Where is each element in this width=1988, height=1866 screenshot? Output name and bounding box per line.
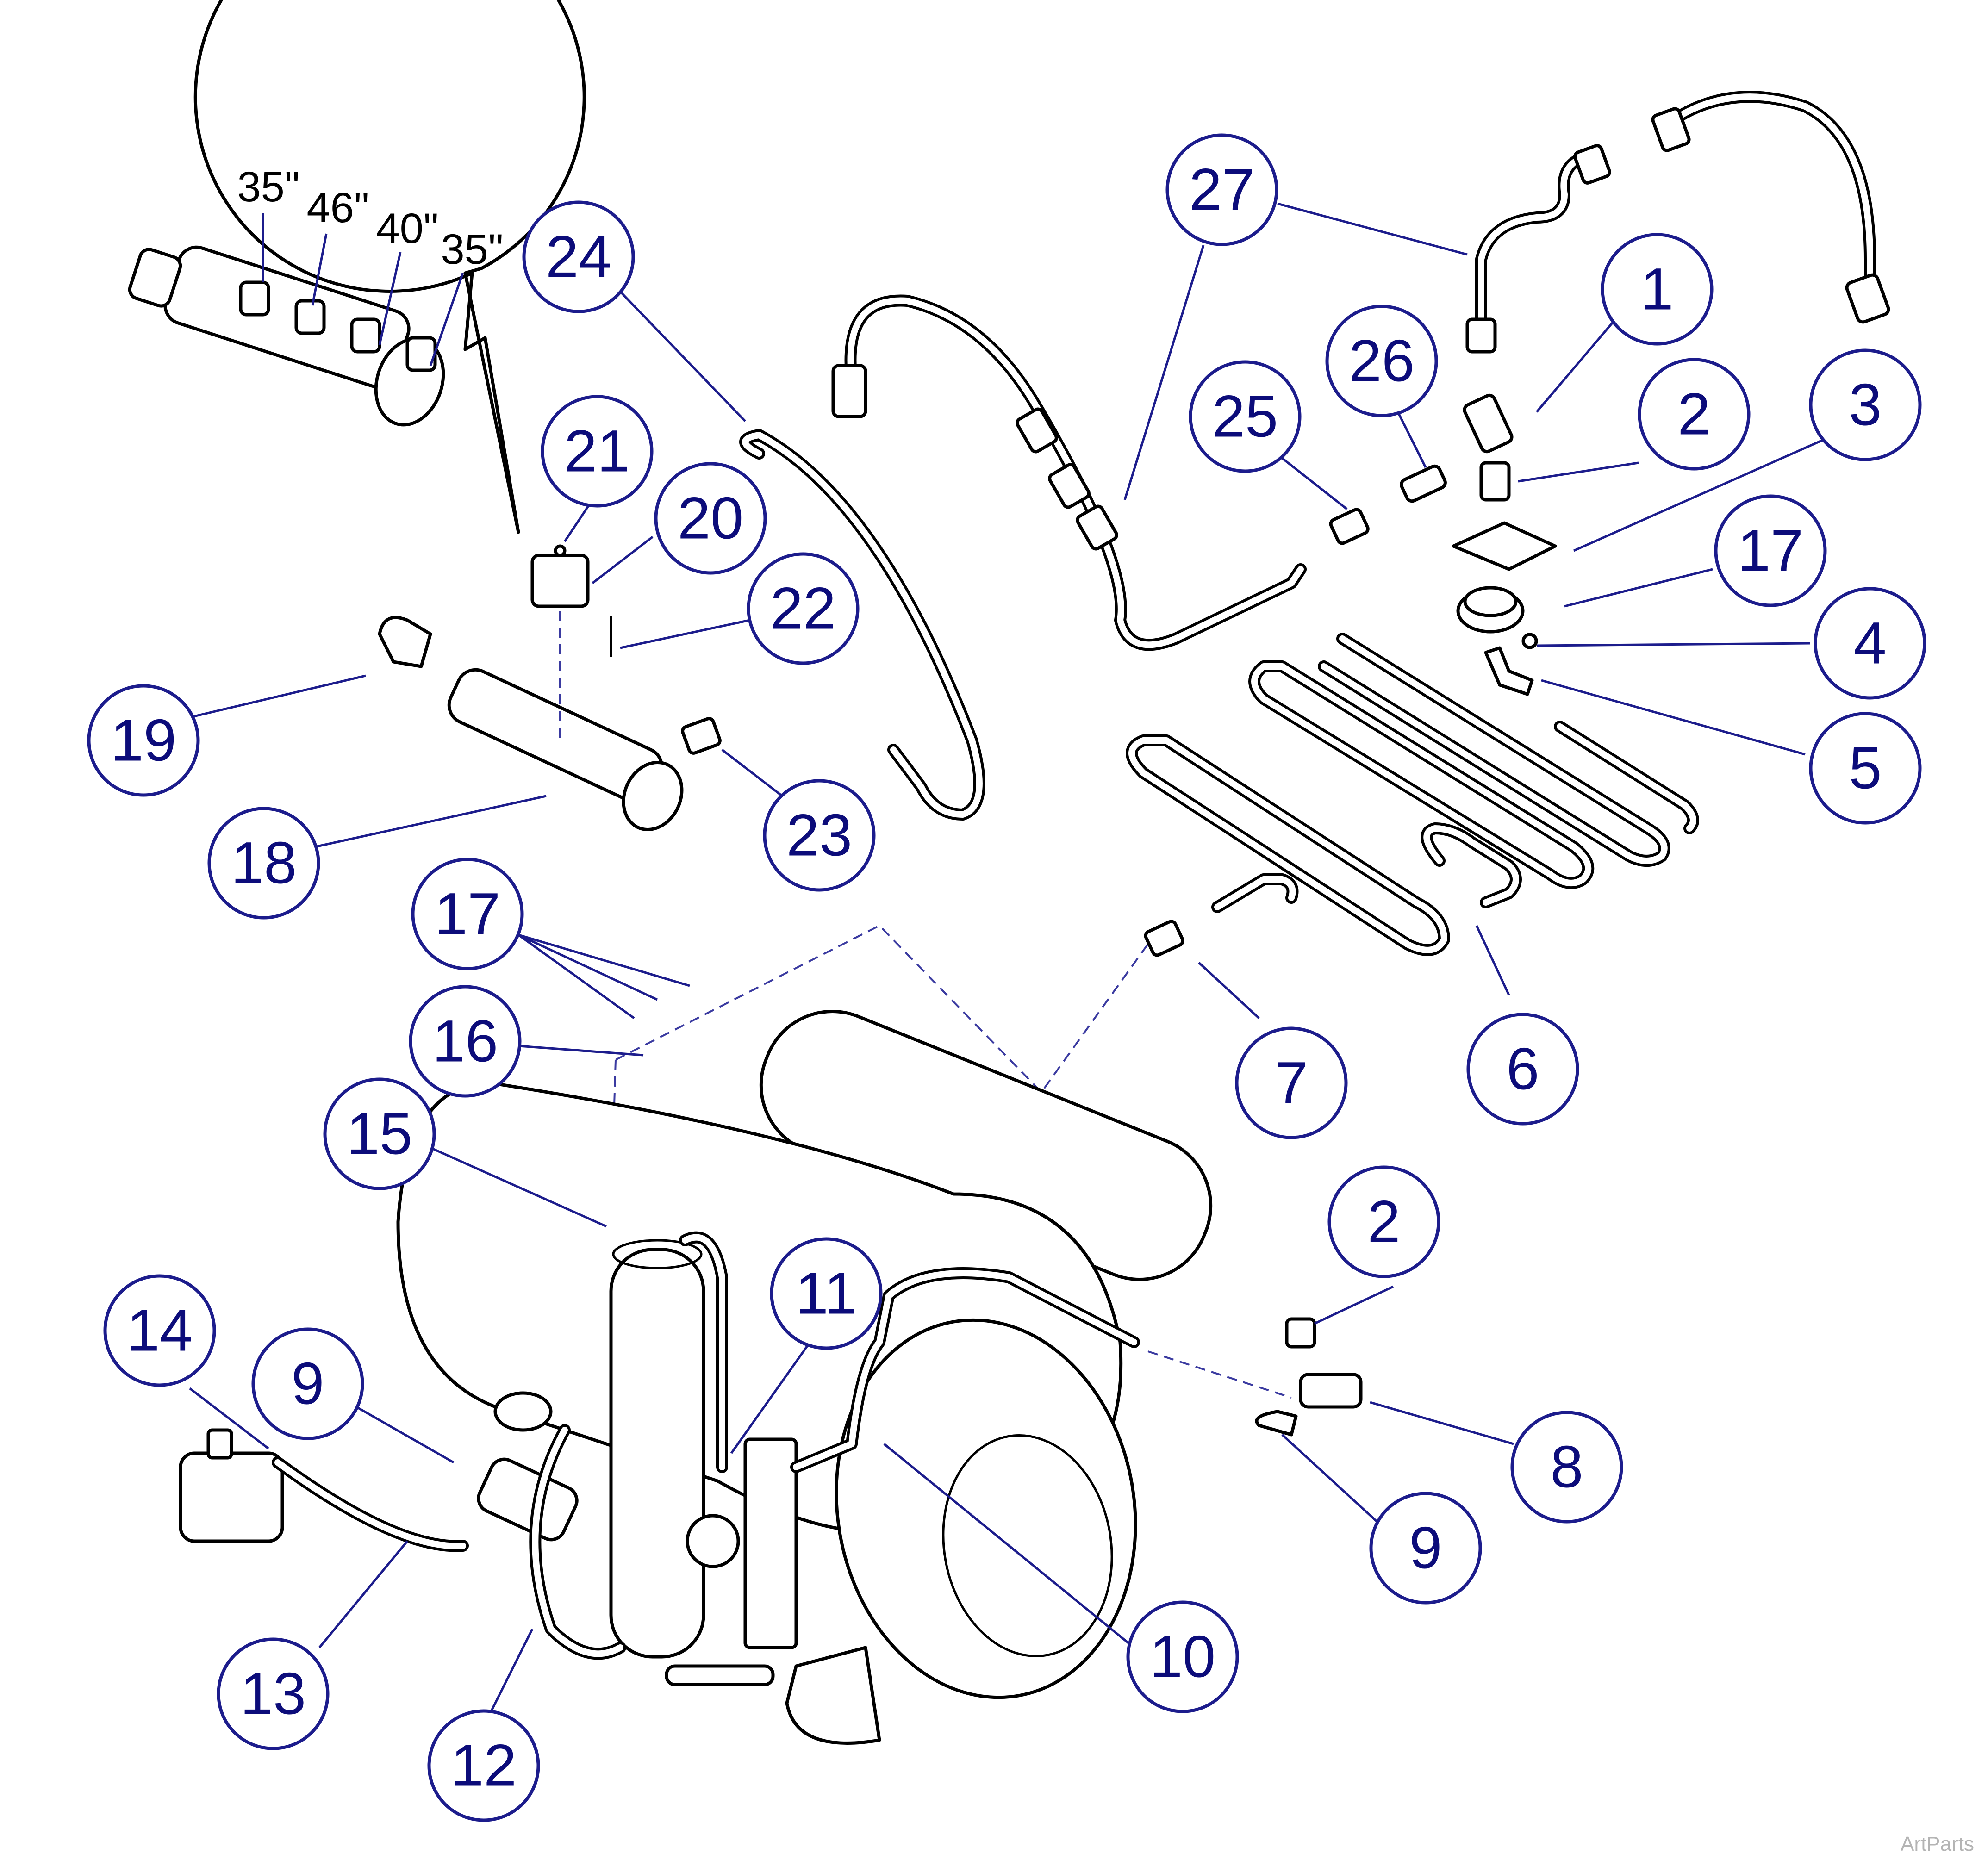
svg-text:23: 23 (786, 802, 852, 869)
callout-15: 15 (323, 1077, 436, 1190)
inset-length-4: 35" (441, 226, 504, 273)
svg-text:16: 16 (432, 1008, 498, 1075)
svg-text:7: 7 (1275, 1050, 1308, 1116)
callout-9-left: 9 (251, 1327, 364, 1440)
inset-length-3: 40" (376, 205, 439, 252)
callout-23: 23 (763, 779, 876, 892)
hoses-upper (739, 91, 1890, 821)
svg-text:9: 9 (291, 1351, 324, 1417)
callout-13: 13 (217, 1637, 330, 1750)
callout-16: 16 (409, 985, 522, 1098)
svg-text:4: 4 (1853, 610, 1886, 677)
callout-20: 20 (654, 462, 767, 575)
callout-22: 22 (747, 552, 860, 665)
svg-text:13: 13 (240, 1661, 306, 1727)
callout-14: 14 (103, 1274, 216, 1387)
svg-text:5: 5 (1849, 735, 1882, 802)
svg-text:6: 6 (1506, 1036, 1539, 1102)
callout-27: 27 (1165, 133, 1278, 246)
callout-4: 4 (1814, 587, 1926, 700)
inset-length-1: 35" (237, 163, 300, 211)
callout-19: 19 (87, 684, 200, 797)
svg-text:17: 17 (1738, 518, 1803, 584)
inset-detail: 35" 46" 40" 35" (128, 0, 586, 534)
callout-2-upper: 2 (1638, 358, 1751, 471)
callout-12: 12 (427, 1709, 540, 1822)
callout-1: 1 (1601, 233, 1714, 346)
svg-text:17: 17 (435, 881, 500, 947)
callout-5: 5 (1809, 712, 1922, 825)
callout-2-lower: 2 (1327, 1165, 1440, 1278)
svg-text:10: 10 (1150, 1624, 1215, 1690)
tank-assembly (179, 924, 1363, 1745)
inset-manifold (128, 245, 445, 427)
svg-text:19: 19 (111, 708, 176, 774)
svg-text:20: 20 (678, 485, 743, 552)
callout-11: 11 (770, 1237, 883, 1350)
callout-17-upper: 17 (1714, 494, 1827, 607)
manifold-left (378, 544, 722, 832)
svg-text:1: 1 (1640, 256, 1673, 323)
fittings-right (1144, 393, 1557, 957)
svg-text:18: 18 (231, 830, 297, 896)
callout-17-lower: 17 (411, 858, 524, 970)
coil-assembly (1126, 633, 1699, 956)
svg-text:24: 24 (546, 224, 611, 290)
svg-text:2: 2 (1367, 1189, 1400, 1255)
callout-6: 6 (1466, 1013, 1579, 1126)
svg-text:12: 12 (451, 1733, 517, 1799)
callout-7: 7 (1235, 1026, 1348, 1139)
inset-callout-bubble (193, 0, 586, 534)
svg-text:15: 15 (347, 1101, 412, 1167)
callout-9-right: 9 (1369, 1492, 1482, 1605)
svg-text:25: 25 (1212, 384, 1278, 450)
svg-text:27: 27 (1189, 157, 1255, 223)
svg-text:26: 26 (1349, 328, 1415, 394)
callout-26: 26 (1325, 305, 1438, 417)
callout-25: 25 (1189, 360, 1302, 473)
svg-text:11: 11 (796, 1261, 857, 1327)
watermark: ArtParts (1901, 1833, 1974, 1855)
svg-text:2: 2 (1677, 381, 1710, 448)
callout-10: 10 (1126, 1600, 1239, 1713)
svg-text:9: 9 (1409, 1515, 1442, 1581)
callout-8: 8 (1510, 1411, 1623, 1524)
callout-18: 18 (207, 807, 320, 920)
svg-text:3: 3 (1849, 372, 1882, 438)
leader-lines (189, 202, 1825, 1713)
callout-21: 21 (541, 395, 654, 508)
inset-length-2: 46" (307, 184, 369, 231)
callout-24: 24 (522, 200, 635, 313)
callout-3: 3 (1809, 348, 1922, 461)
svg-text:8: 8 (1550, 1434, 1583, 1500)
svg-text:21: 21 (564, 418, 630, 485)
svg-text:14: 14 (127, 1298, 193, 1364)
svg-text:22: 22 (770, 576, 836, 642)
